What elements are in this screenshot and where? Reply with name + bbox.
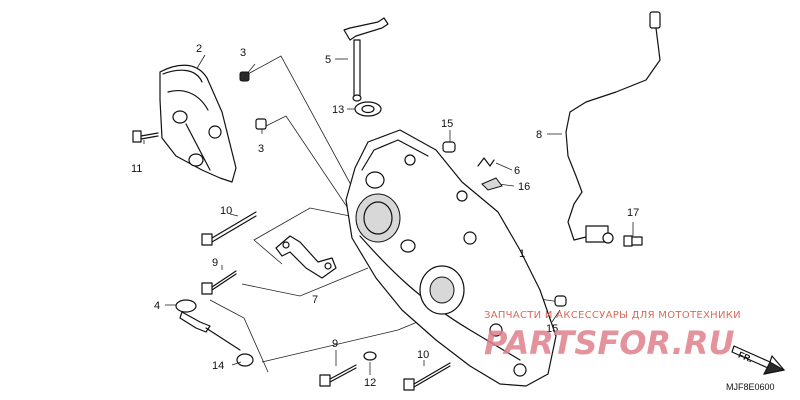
watermark-brand: PARTSFOR.RU	[484, 324, 734, 362]
arrow-icon	[763, 361, 786, 375]
callout-9: 9	[332, 338, 338, 350]
callout-3: 3	[258, 143, 264, 155]
watermark: ЗАПЧАСТИ И АКСЕССУАРЫ ДЛЯ МОТОТЕХНИКИ PA…	[484, 310, 741, 362]
front-direction-indicator: FR.	[731, 345, 786, 375]
part-bolt-11	[132, 130, 159, 143]
callout-11: 11	[131, 163, 142, 175]
part-o-ring	[236, 353, 254, 367]
callout-10: 10	[220, 205, 232, 217]
callout-4: 4	[154, 300, 160, 312]
callout-15: 15	[546, 323, 558, 335]
callout-17: 17	[627, 207, 639, 219]
callout-14: 14	[212, 360, 224, 372]
part-clip	[477, 157, 503, 191]
direction-label: FR.	[737, 350, 754, 365]
callout-labels: 2 3 3 11 5 13 15 6 16 8 17 10 1 9 7 4 14…	[131, 43, 639, 389]
callout-9: 9	[212, 257, 218, 269]
part-crankcase-cover	[345, 129, 557, 387]
part-shift-rod	[343, 17, 389, 102]
callout-6: 6	[514, 165, 520, 177]
callout-5: 5	[325, 54, 331, 66]
callout-16: 16	[518, 181, 530, 193]
callout-10: 10	[417, 349, 429, 361]
part-sprocket-cover	[159, 64, 237, 183]
part-oil-seal	[354, 101, 382, 117]
part-bolt-9	[201, 270, 357, 387]
part-grommet	[239, 71, 267, 130]
callout-12: 12	[364, 377, 376, 389]
part-oil-filler-cap	[175, 299, 241, 351]
part-bolt-10	[201, 211, 451, 391]
part-bolt-17	[623, 235, 643, 247]
callout-15: 15	[441, 118, 453, 130]
callout-7: 7	[312, 294, 318, 306]
part-bracket	[275, 235, 337, 279]
callout-1: 1	[519, 248, 525, 260]
part-sensor-harness	[565, 11, 661, 244]
callout-8: 8	[536, 129, 542, 141]
callout-13: 13	[332, 104, 344, 116]
diagram-code: MJF8E0600	[726, 382, 775, 392]
part-washer	[363, 351, 377, 361]
callout-2: 2	[196, 43, 202, 55]
part-dowel-pin	[442, 141, 567, 307]
callout-3: 3	[240, 47, 246, 59]
watermark-tagline: ЗАПЧАСТИ И АКСЕССУАРЫ ДЛЯ МОТОТЕХНИКИ	[484, 310, 741, 321]
